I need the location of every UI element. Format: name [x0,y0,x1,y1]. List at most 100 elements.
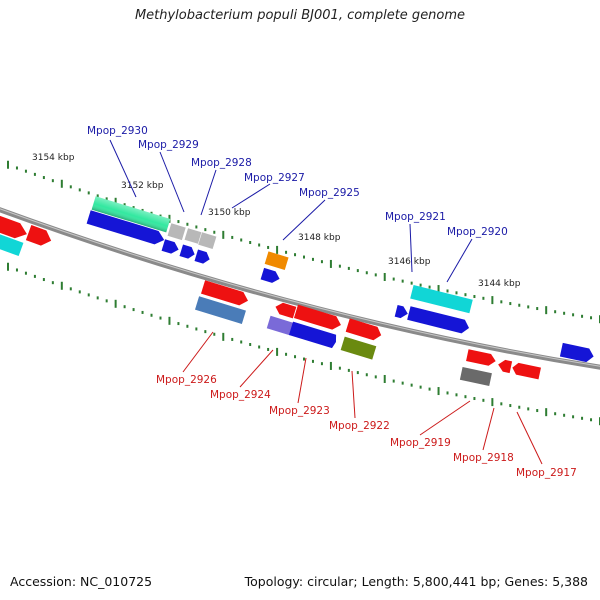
scale-tick-minor [500,300,503,304]
gene-label-mpop-2917[interactable]: Mpop_2917 [516,467,577,479]
gene-mpop-2920[interactable] [407,306,471,335]
genome-summary-text: Topology: circular; Length: 5,800,441 bp… [244,574,588,589]
gene-red-left[interactable] [0,212,30,241]
scale-tick-minor [473,295,476,299]
gene-label-mpop-2922[interactable]: Mpop_2922 [329,420,390,432]
scale-tick-minor [581,416,584,420]
gene-mpop-2925[interactable] [264,251,289,270]
gene-mpop-2922[interactable] [340,336,377,360]
scale-tick-minor [563,311,566,315]
scale-tick-minor [338,264,341,268]
scale-labels: 3154 kbp 3152 kbp 3150 kbp 3148 kbp 3146… [32,153,521,289]
scale-tick-major [7,262,9,271]
scale-tick-minor [186,324,189,328]
scale-tick-minor [213,230,216,234]
gene-mpop-2928[interactable] [184,228,202,244]
scale-tick-minor [123,203,126,207]
scale-tick-minor [509,404,512,408]
gene-red-small-a[interactable] [274,301,297,319]
scale-tick-major [383,272,386,281]
gene-label-mpop-2928[interactable]: Mpop_2928 [191,157,252,169]
gene-blue-right[interactable] [559,342,595,364]
scale-tick-minor [482,398,485,402]
gene-blue-small-5[interactable] [394,304,410,320]
gene-label-mpop-2929[interactable]: Mpop_2929 [138,139,199,151]
gene-red-2926a[interactable] [201,280,250,307]
gene-label-mpop-2923[interactable]: Mpop_2923 [269,405,330,417]
scale-tick-major [383,374,386,383]
scale-tick-major [114,299,117,308]
gene-mpop-2927[interactable] [198,232,217,250]
gene-mpop-2919[interactable] [459,367,492,386]
scale-tick-minor [428,285,431,289]
scale-tick-minor [294,355,297,359]
gene-blue-small-2[interactable] [179,244,197,261]
scale-label-3144: 3144 kbp [478,279,521,289]
gene-red-2923a[interactable] [293,304,343,332]
scale-tick-minor [69,287,72,291]
scale-tick-minor [195,225,198,229]
gene-blue-long[interactable] [86,210,167,246]
scale-tick-minor [141,310,144,314]
scale-tick-minor [15,166,18,170]
scale-tick-minor [356,371,359,375]
callout-lines [109,139,543,465]
gene-label-mpop-2921[interactable]: Mpop_2921 [385,211,446,223]
scale-tick-minor [482,296,485,300]
gene-mpop-2926[interactable] [195,296,246,325]
gene-mpop-2929[interactable] [167,223,186,241]
scale-tick-minor [563,413,566,417]
gene-mpop-2918[interactable] [497,359,513,374]
scale-tick-minor [419,385,422,389]
gene-label-mpop-2924[interactable]: Mpop_2924 [210,389,271,401]
gene-blue-small-3[interactable] [194,249,212,266]
scale-tick-minor [338,366,341,370]
gene-label-mpop-2920[interactable]: Mpop_2920 [447,226,508,238]
scale-tick-minor [500,402,503,406]
gene-label-mpop-2925[interactable]: Mpop_2925 [299,187,360,199]
gene-label-mpop-2918[interactable]: Mpop_2918 [453,452,514,464]
gene-label-mpop-2919[interactable]: Mpop_2919 [390,437,451,449]
gene-label-mpop-2930[interactable]: Mpop_2930 [87,125,148,137]
scale-tick-minor [294,253,297,257]
gene-label-mpop-2926[interactable]: Mpop_2926 [156,374,217,386]
scale-tick-minor [186,222,189,226]
scale-tick-minor [231,337,234,341]
gene-mpop-2917[interactable] [511,362,541,380]
gene-cyan-left[interactable] [0,230,24,257]
scale-tick-minor [303,357,305,361]
scale-tick-minor [231,235,234,239]
scale-tick-minor [572,415,575,419]
gene-mpop-2923[interactable] [288,321,338,349]
gene-blue-small-1[interactable] [161,239,181,255]
gene-mpop-2924[interactable] [266,315,294,336]
scale-label-3152: 3152 kbp [121,181,164,191]
scale-tick-minor [42,278,45,282]
scale-tick-minor [311,257,314,261]
scale-tick-minor [78,290,81,294]
gene-red-left-2[interactable] [25,225,54,248]
scale-tick-minor [249,343,252,347]
gene-red-2922a[interactable] [345,318,384,342]
scale-tick-major [222,332,225,341]
scale-tick-minor [509,302,512,306]
genome-backbone [0,207,600,370]
gene-blue-small-4[interactable] [260,267,282,285]
scale-tick-minor [518,405,521,409]
scale-tick-minor [374,375,377,379]
accession-text: Accession: NC_010725 [10,574,153,589]
scale-tick-major [491,296,494,305]
scale-tick-minor [42,176,45,180]
gene-mpop-2921[interactable] [410,284,473,314]
gene-red-2919a[interactable] [466,349,497,367]
scale-tick-minor [590,316,593,320]
scale-tick-minor [446,289,449,293]
scale-tick-minor [554,412,557,416]
scale-tick-major [437,387,440,396]
scale-tick-minor [527,305,530,309]
scale-tick-major [168,316,171,325]
scale-tick-minor [159,316,162,320]
scale-tick-minor [401,381,404,385]
scale-tick-major [491,398,494,407]
gene-label-mpop-2927[interactable]: Mpop_2927 [244,172,305,184]
